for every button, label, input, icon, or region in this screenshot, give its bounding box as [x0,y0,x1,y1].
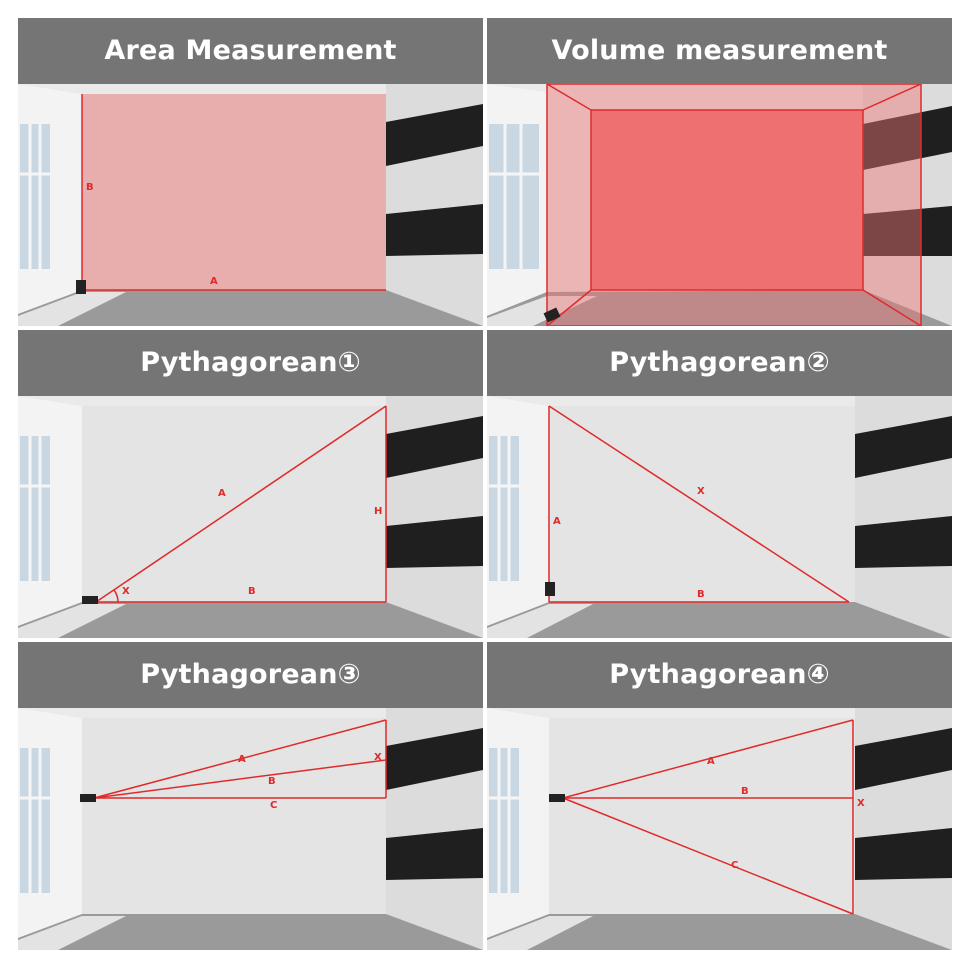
window-icon [489,748,519,893]
panel-pythagorean-1: Pythagorean① [18,330,483,638]
wall-stripe [386,104,483,166]
panel-pythagorean-4: Pythagorean④ [487,642,952,950]
room-scene: A B [18,84,483,326]
label-x: X [374,752,382,763]
panel-title: Volume measurement [487,18,952,84]
laser-meter-icon [549,794,565,802]
room-scene [487,84,952,326]
wall-stripe [855,416,952,478]
laser-meter-icon [545,582,555,596]
panel-pythagorean-3: Pythagorean③ [18,642,483,950]
label-x: X [122,586,130,597]
laser-meter-icon [80,794,96,802]
panel-title: Pythagorean② [487,330,952,396]
window-icon [20,436,50,581]
label-a: A [218,488,226,499]
pythagorean-1-diagram: A B H X [18,396,483,638]
laser-meter-icon [76,280,86,294]
area-diagram: A B [18,84,483,326]
label-x: X [697,486,705,497]
laser-meter-icon [543,307,561,323]
panel-title: Pythagorean④ [487,642,952,708]
label-a: A [238,754,246,765]
panel-title: Pythagorean① [18,330,483,396]
label-b: B [268,776,276,787]
wall-stripe [386,416,483,478]
label-a: A [553,516,561,527]
room-scene: A B H X [18,396,483,638]
wall-stripe [386,204,483,256]
wall-stripe [855,828,952,880]
pythagorean-3-diagram: A B C X [18,708,483,950]
window-icon [20,748,50,893]
wall-stripe [863,106,952,170]
label-c: C [270,800,277,811]
wall-stripe [863,206,952,256]
label-x: X [857,798,865,809]
area-plane [82,94,386,290]
panel-title: Pythagorean③ [18,642,483,708]
label-b: B [697,589,705,600]
panel-pythagorean-2: Pythagorean② [487,330,952,638]
pythagorean-2-diagram: A B X [487,396,952,638]
label-b: B [741,786,749,797]
wall-stripe [855,516,952,568]
label-h: H [374,506,382,517]
measurement-modes-grid: Area Measurement [18,18,952,950]
panel-area-measurement: Area Measurement [18,18,483,326]
room-scene: A B X [487,396,952,638]
window-icon [489,436,519,581]
label-b: B [86,182,94,193]
volume-diagram [487,84,952,326]
panel-title: Area Measurement [18,18,483,84]
label-a: A [210,276,218,287]
window-icon [489,124,539,269]
volume-back-face [591,110,863,290]
wall-stripe [855,728,952,790]
wall-stripe [386,828,483,880]
label-b: B [248,586,256,597]
panel-volume-measurement: Volume measurement [487,18,952,326]
label-c: C [731,860,738,871]
label-a: A [707,756,715,767]
wall-stripe [386,728,483,790]
window-icon [20,124,50,269]
laser-meter-icon [82,596,98,604]
room-scene: A B C X [487,708,952,950]
wall-stripe [386,516,483,568]
pythagorean-4-diagram: A B C X [487,708,952,950]
room-scene: A B C X [18,708,483,950]
